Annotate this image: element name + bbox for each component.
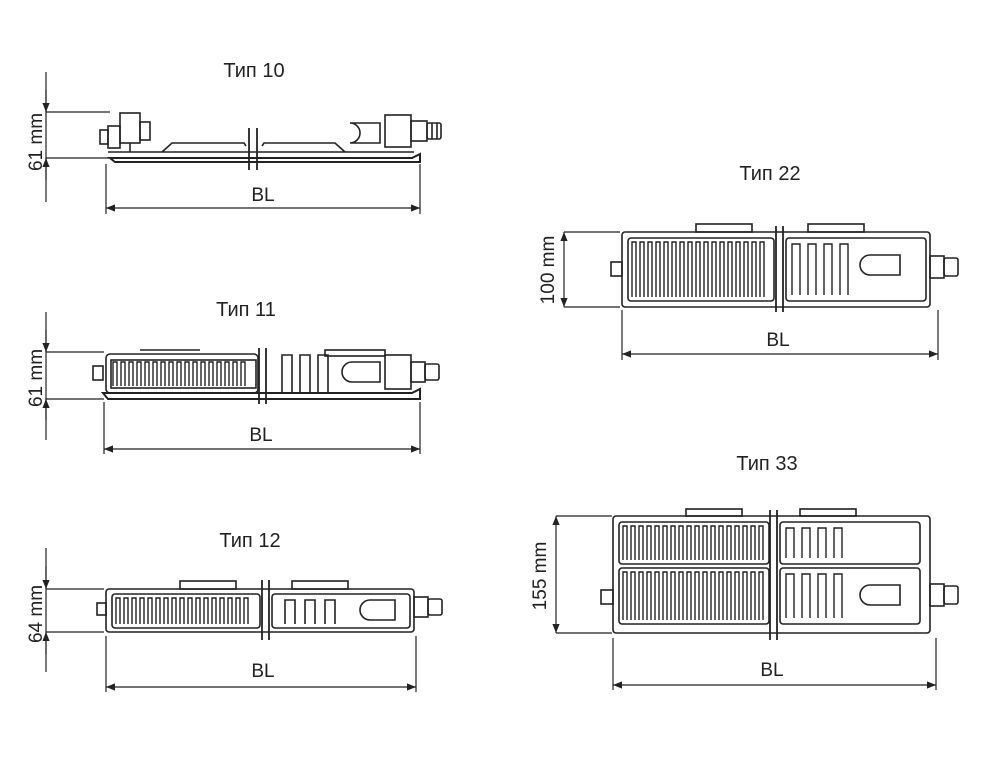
radiator-type-12: Тип 12 64 mm	[26, 530, 443, 692]
height-label: 64 mm	[26, 585, 47, 643]
convector-fins	[115, 597, 249, 624]
width-dimension	[103, 402, 421, 454]
height-label: 155 mm	[530, 542, 551, 611]
break-marks	[258, 348, 267, 404]
height-dimension	[552, 515, 612, 634]
radiator-profile	[92, 349, 440, 400]
height-label: 100 mm	[538, 236, 559, 305]
height-dimension	[42, 548, 104, 672]
break-marks	[261, 580, 270, 640]
type-label: Тип 11	[216, 299, 276, 321]
width-dimension	[621, 310, 939, 360]
radiator-type-33: Тип 33 155 mm	[530, 453, 959, 690]
radiator-profile	[99, 112, 442, 163]
radiator-type-11: Тип 11	[26, 299, 440, 454]
convector-fins	[631, 241, 849, 297]
radiator-type-22: Тип 22 100 mm BL	[538, 163, 959, 360]
type-label: Тип 12	[219, 530, 280, 552]
height-dimension	[560, 231, 620, 308]
width-label: BL	[251, 661, 274, 682]
break-marks	[769, 510, 778, 640]
height-dimension	[42, 72, 110, 202]
width-dimension	[105, 164, 421, 214]
width-label: BL	[766, 330, 789, 351]
height-dimension	[42, 312, 104, 440]
radiator-profile	[96, 580, 443, 633]
type-label: Тип 22	[739, 163, 800, 185]
width-label: BL	[760, 660, 783, 681]
break-marks	[248, 128, 258, 170]
convector-fins	[622, 525, 843, 620]
height-label: 61 mm	[26, 113, 47, 171]
height-label: 61 mm	[26, 349, 47, 407]
radiator-type-10: Тип 10	[26, 60, 442, 214]
width-label: BL	[249, 425, 272, 446]
radiator-profile	[600, 508, 959, 634]
width-dimension	[612, 638, 937, 690]
convector-fins	[112, 361, 246, 386]
type-label: Тип 33	[736, 453, 797, 475]
break-marks	[775, 226, 784, 312]
width-dimension	[105, 636, 417, 692]
radiator-profile	[610, 223, 959, 308]
width-label: BL	[251, 185, 274, 206]
type-label: Тип 10	[223, 60, 284, 82]
